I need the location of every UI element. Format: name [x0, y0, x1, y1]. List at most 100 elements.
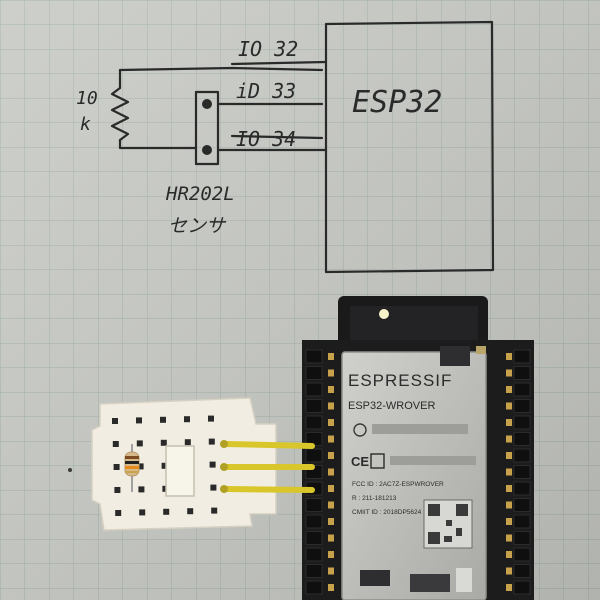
solder-pad [328, 584, 334, 591]
solder-pad [506, 501, 512, 509]
solder-pad [506, 567, 512, 575]
header-pin [305, 564, 323, 578]
solder-pad [506, 468, 512, 476]
solder-pad [328, 551, 334, 558]
solder-pad [328, 419, 334, 426]
breadboard-hole [139, 509, 146, 516]
module-model: ESP32-WROVER [348, 400, 435, 412]
header-pin [513, 366, 531, 380]
header-pin [513, 481, 531, 496]
breadboard-hole [211, 507, 218, 514]
sensor-connector [165, 445, 195, 497]
header-pin [305, 382, 323, 397]
solder-pad [328, 435, 334, 443]
solder-pad [506, 353, 512, 360]
io32-wire [230, 60, 328, 66]
header-pin [513, 382, 531, 397]
paper-speck [68, 468, 72, 472]
esp32-box [324, 20, 495, 274]
header-pin [305, 580, 323, 595]
sensor-pin-bottom [202, 145, 212, 155]
solder-pad [328, 369, 334, 377]
header-pin [305, 366, 323, 380]
module-r-id: R : 211-181213 [352, 495, 397, 502]
solder-pad [506, 369, 512, 377]
solder-pad [328, 518, 334, 525]
breadboard-hole [112, 418, 118, 424]
label-sensor-kana: センサ [168, 215, 227, 237]
breadboard-hole [208, 415, 214, 422]
breadboard-hole [209, 461, 216, 468]
header-pin [513, 580, 531, 595]
solder-pad [506, 452, 512, 459]
header-pin [305, 498, 323, 512]
label-esp32: ESP32 [352, 85, 442, 120]
breadboard-hole [115, 510, 122, 516]
label-resistor-k: k [80, 114, 91, 135]
solder-pad [506, 584, 512, 591]
breadboard-hole [136, 417, 142, 424]
sensor-pin-top [202, 99, 212, 109]
ce-mark: CE [351, 454, 369, 469]
header-pin [305, 448, 323, 463]
breadboard-hole [160, 439, 167, 446]
solder-pad [506, 419, 512, 426]
solder-pad [506, 435, 512, 443]
label-sensor-name: HR202L [165, 183, 235, 205]
module-cmiit: CMIIT ID : 2018DP5624 [352, 509, 422, 516]
header-pin [305, 531, 323, 545]
breadboard-hole [161, 462, 168, 469]
breadboard-holes [112, 415, 218, 516]
solder-pad [328, 567, 334, 575]
resistor-symbol [110, 86, 130, 142]
solder-pad [506, 551, 512, 558]
header-pin [513, 498, 531, 512]
breadboard-hole [114, 487, 121, 493]
header-pins-left [305, 349, 334, 595]
breadboard-hole [208, 438, 215, 445]
header-pin [513, 415, 531, 430]
label-io34: IO 34 [236, 127, 296, 151]
mini-breadboard [91, 397, 277, 531]
header-pin [513, 514, 531, 529]
solder-pad [328, 501, 334, 509]
header-pin [305, 547, 323, 562]
header-pin [513, 349, 531, 364]
solder-pad [506, 485, 512, 492]
wire-io32 [223, 441, 315, 449]
breadboard-hole [160, 416, 166, 423]
jumper-wires [220, 440, 315, 493]
label-io32: IO 32 [238, 37, 298, 61]
solder-pad [506, 534, 512, 542]
solder-pad [328, 386, 334, 393]
header-pin [513, 564, 531, 578]
breadboard-hole [210, 484, 217, 491]
header-pin [305, 399, 323, 413]
header-pin [305, 349, 323, 364]
header-pin [513, 432, 531, 446]
label-resistor-10: 10 [76, 88, 98, 109]
solder-pad [328, 534, 334, 542]
solder-pad [328, 452, 334, 459]
header-pin [513, 448, 531, 463]
solder-pad [328, 468, 334, 476]
module-fcc-id: FCC ID : 2AC7Z-ESPWROVER [352, 481, 444, 488]
breadboard-hole [187, 508, 194, 515]
breadboard-hole [163, 508, 170, 515]
breadboard-hole [138, 486, 145, 493]
label-io33: iD 33 [236, 79, 296, 103]
breadboard-hole [113, 464, 120, 470]
header-pin [305, 514, 323, 529]
solder-pad [506, 518, 512, 525]
sensor-symbol [194, 90, 220, 166]
breadboard-hole [136, 440, 143, 447]
ccc-mark [353, 423, 367, 437]
wire-io34 [223, 486, 315, 493]
schematic-sketch [110, 20, 495, 274]
header-pins-right [506, 349, 531, 595]
solder-pad [506, 402, 512, 410]
esp32-devkit: ESPRESSIF ESP32-WROVER FCC ID : 2AC7Z-ES… [302, 296, 534, 600]
solder-pad [328, 485, 334, 492]
header-pin [513, 465, 531, 479]
